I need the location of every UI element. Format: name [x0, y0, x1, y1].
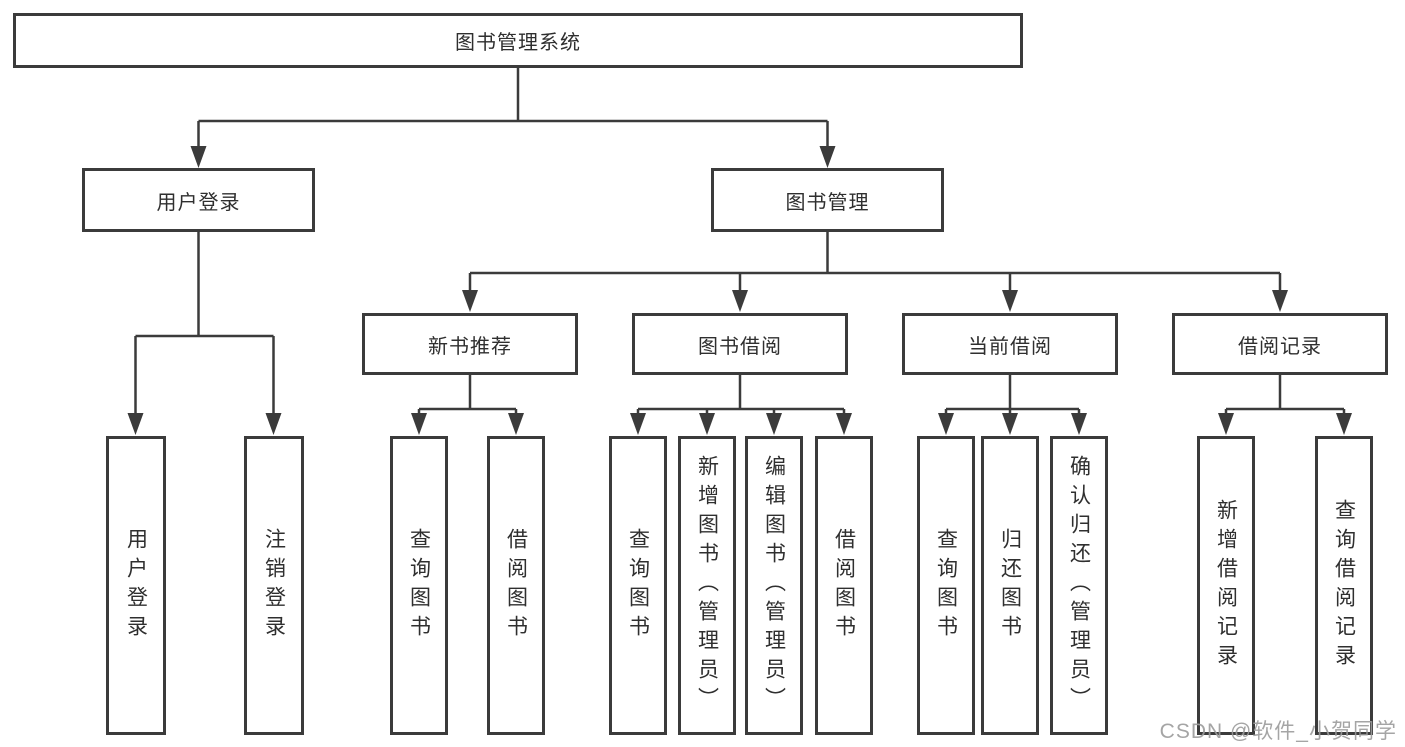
arrowhead [1071, 413, 1087, 435]
node-label: 查询图书 [626, 527, 650, 644]
arrowhead [265, 413, 282, 435]
leaf-logout: 注销登录 [244, 436, 304, 735]
leaf-query-books: 查询图书 [609, 436, 667, 735]
connector-level3-to-leaves [411, 375, 1352, 435]
arrowhead [732, 290, 748, 312]
arrowhead [819, 146, 836, 168]
arrowhead [1218, 413, 1234, 435]
node-label: 当前借阅 [968, 335, 1052, 358]
node-label: 查询图书 [407, 527, 431, 644]
node-book-borrowing: 图书借阅 [632, 313, 848, 375]
leaf-return-books: 归还图书 [981, 436, 1039, 735]
arrowhead [411, 413, 427, 435]
arrowhead [1336, 413, 1352, 435]
node-label: 注销登录 [262, 527, 286, 644]
node-label: 图书管理 [785, 191, 870, 214]
arrowhead [1002, 290, 1018, 312]
node-label: 新增图书（管理员） [695, 455, 719, 716]
node-label: 用户登录 [124, 527, 148, 644]
arrowhead [1002, 413, 1018, 435]
node-label: 编辑图书（管理员） [762, 455, 786, 716]
leaf-borrow-books: 借阅图书 [487, 436, 545, 735]
node-label: 用户登录 [156, 191, 241, 214]
csdn-watermark: CSDN @软件_小贺同学 [1159, 720, 1397, 743]
arrowhead [508, 413, 524, 435]
arrowhead [836, 413, 852, 435]
node-label: 借阅图书 [832, 527, 856, 644]
node-label: 查询借阅记录 [1332, 498, 1356, 673]
node-label: 确认归还（管理员） [1067, 455, 1091, 716]
leaf-edit-books-admin: 编辑图书（管理员） [745, 436, 803, 735]
node-label: 归还图书 [998, 527, 1022, 644]
node-label: 图书管理系统 [455, 32, 581, 54]
leaf-confirm-return-admin: 确认归还（管理员） [1050, 436, 1108, 735]
node-borrow-records: 借阅记录 [1172, 313, 1388, 375]
leaf-query-books: 查询图书 [917, 436, 975, 735]
node-root-system: 图书管理系统 [13, 13, 1023, 68]
node-label: 新书推荐 [428, 335, 512, 358]
arrowhead [630, 413, 646, 435]
leaf-query-books: 查询图书 [390, 436, 448, 735]
arrowhead [1272, 290, 1288, 312]
node-label: 新增借阅记录 [1214, 498, 1238, 673]
arrowhead [127, 413, 144, 435]
arrowhead [190, 146, 207, 168]
leaf-add-books-admin: 新增图书（管理员） [678, 436, 736, 735]
node-current-borrowing: 当前借阅 [902, 313, 1118, 375]
leaf-query-borrow-record: 查询借阅记录 [1315, 436, 1373, 735]
arrowhead [699, 413, 715, 435]
node-label: 图书借阅 [698, 335, 782, 358]
connector-bookmgmt-to-level3 [462, 232, 1288, 312]
leaf-add-borrow-record: 新增借阅记录 [1197, 436, 1255, 735]
arrowhead [938, 413, 954, 435]
connector-root-to-level2 [190, 68, 836, 168]
arrowhead [462, 290, 478, 312]
connector-login-to-leaves [127, 232, 282, 435]
leaf-borrow-books: 借阅图书 [815, 436, 873, 735]
node-new-book-recommend: 新书推荐 [362, 313, 578, 375]
node-label: 借阅记录 [1238, 335, 1322, 358]
node-label: 查询图书 [934, 527, 958, 644]
arrowhead [766, 413, 782, 435]
node-label: 借阅图书 [504, 527, 528, 644]
leaf-user-login: 用户登录 [106, 436, 166, 735]
node-user-login: 用户登录 [82, 168, 315, 232]
node-book-management: 图书管理 [711, 168, 944, 232]
